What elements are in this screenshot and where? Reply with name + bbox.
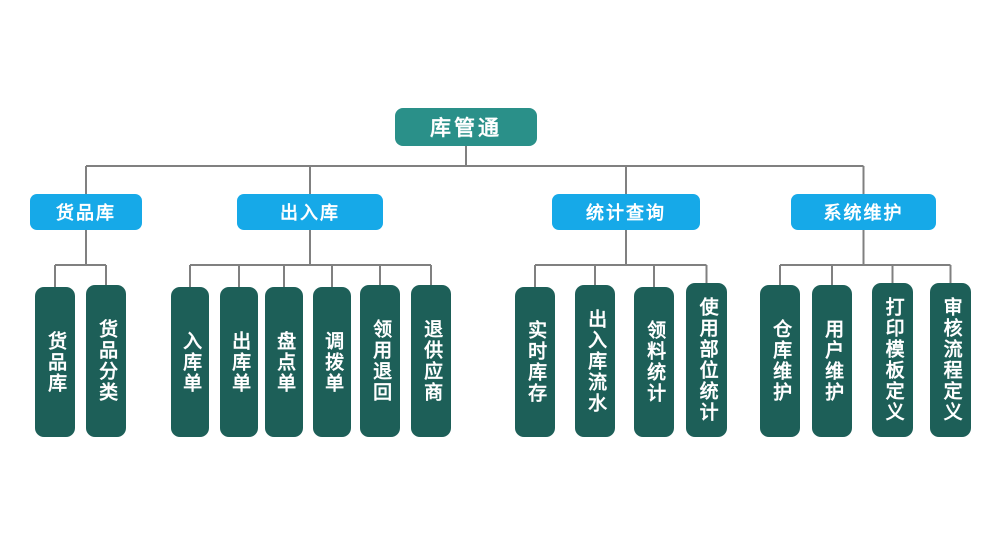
category-node-inout[interactable]: 出入库 xyxy=(237,194,383,230)
leaf-node-inout-1[interactable]: 出库单 xyxy=(220,287,258,437)
leaf-node-goods-1[interactable]: 货品分类 xyxy=(86,285,126,437)
leaf-node-inout-5[interactable]: 退供应商 xyxy=(411,285,451,437)
category-node-sysmaint[interactable]: 系统维护 xyxy=(791,194,936,230)
leaf-node-inout-4[interactable]: 领用退回 xyxy=(360,285,400,437)
category-node-goods[interactable]: 货品库 xyxy=(30,194,142,230)
leaf-node-inout-2[interactable]: 盘点单 xyxy=(265,287,303,437)
leaf-node-stats-0[interactable]: 实时库存 xyxy=(515,287,555,437)
leaf-node-sysmaint-2[interactable]: 打印模板定义 xyxy=(872,283,913,437)
leaf-node-sysmaint-3[interactable]: 审核流程定义 xyxy=(930,283,971,437)
leaf-node-inout-0[interactable]: 入库单 xyxy=(171,287,209,437)
leaf-node-inout-3[interactable]: 调拨单 xyxy=(313,287,351,437)
leaf-node-stats-1[interactable]: 出入库流水 xyxy=(575,285,615,437)
root-node[interactable]: 库管通 xyxy=(395,108,537,146)
category-node-stats[interactable]: 统计查询 xyxy=(552,194,700,230)
leaf-node-stats-2[interactable]: 领料统计 xyxy=(634,287,674,437)
leaf-node-sysmaint-0[interactable]: 仓库维护 xyxy=(760,285,800,437)
leaf-node-stats-3[interactable]: 使用部位统计 xyxy=(686,283,727,437)
leaf-node-sysmaint-1[interactable]: 用户维护 xyxy=(812,285,852,437)
leaf-node-goods-0[interactable]: 货品库 xyxy=(35,287,75,437)
